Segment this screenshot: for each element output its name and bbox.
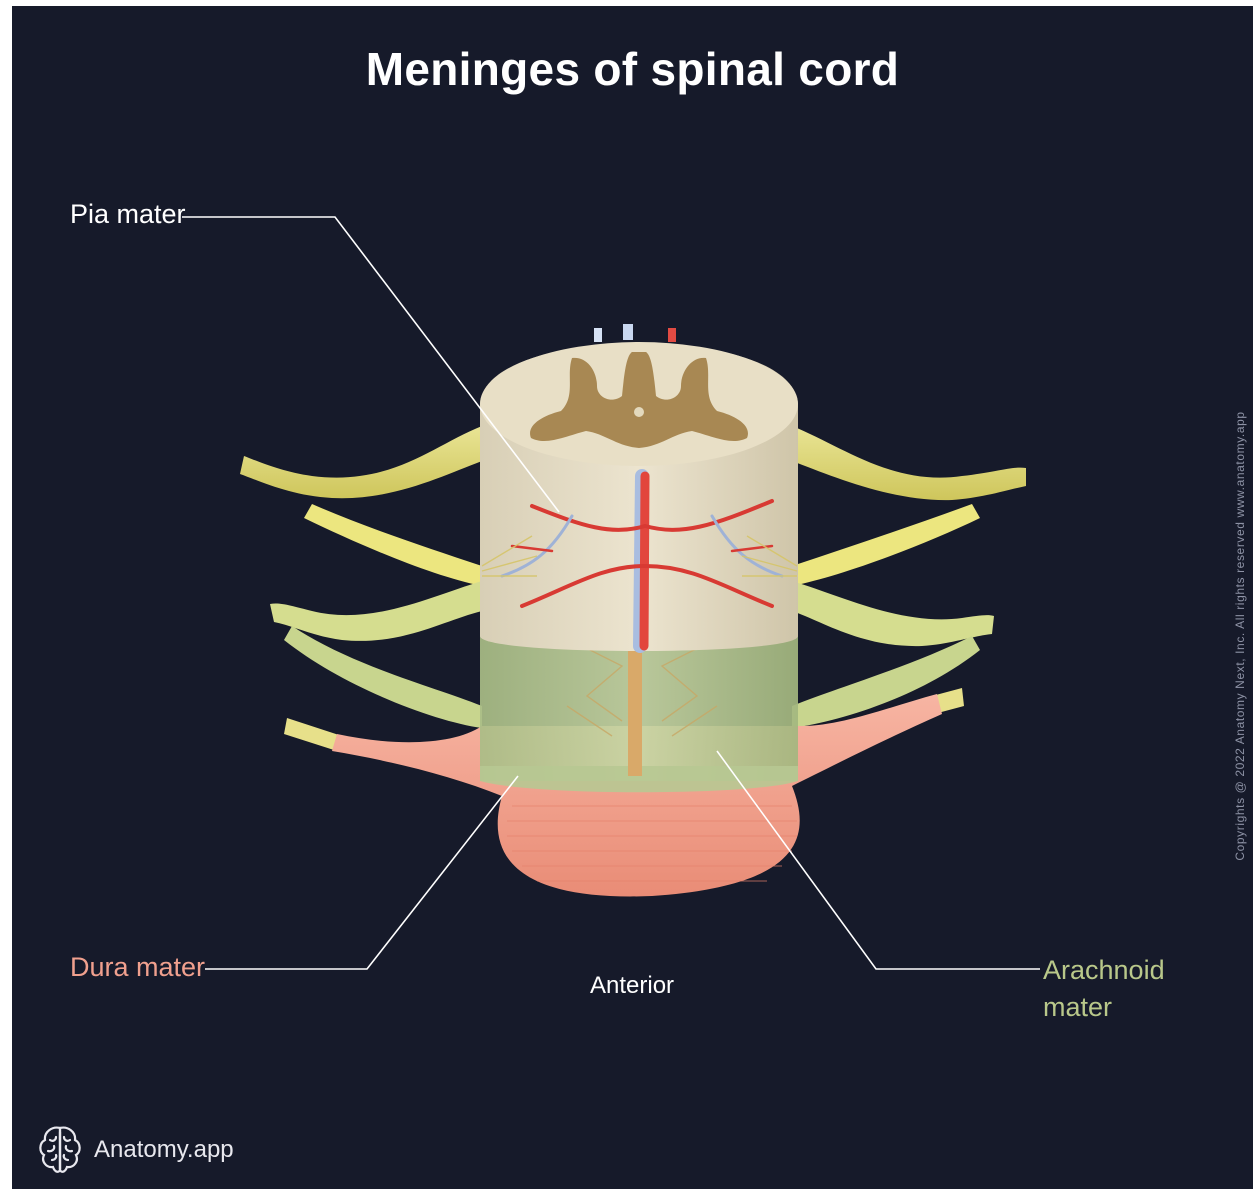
- spinal-cord-pia-mater: [480, 324, 798, 651]
- orientation-label: Anterior: [590, 972, 674, 1000]
- arachnoid-label-line2: mater: [1043, 989, 1165, 1026]
- brain-icon: [36, 1122, 84, 1178]
- brand-name: Anatomy.app: [94, 1136, 234, 1164]
- diagram-canvas: Meninges of spinal cord: [12, 6, 1253, 1189]
- copyright-notice: Copyrights @ 2022 Anatomy Next, Inc. All…: [1233, 411, 1247, 860]
- arachnoid-mater-label: Arachnoid mater: [1043, 952, 1165, 1026]
- arachnoid-label-line1: Arachnoid: [1043, 952, 1165, 989]
- pia-mater-label: Pia mater: [70, 199, 186, 230]
- brand-logo: Anatomy.app: [36, 1122, 234, 1178]
- dura-mater-label: Dura mater: [70, 952, 205, 983]
- dura-mater-leader: [205, 776, 518, 969]
